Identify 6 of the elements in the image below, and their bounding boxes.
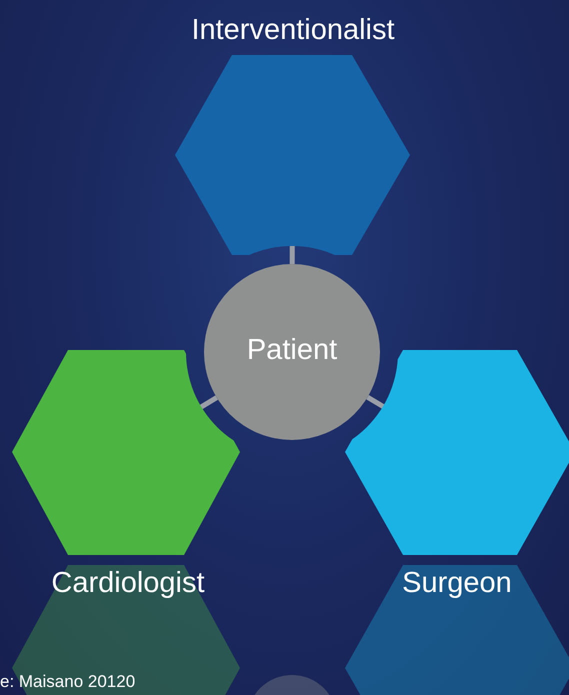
node-label: Interventionalist [190,14,396,48]
node-label: Cardiologist [50,567,206,600]
node-label: Surgeon [401,567,513,600]
patient-circle [204,264,380,440]
node-label: Patient [246,334,338,368]
source-note: e: Maisano 20120 [0,672,136,692]
